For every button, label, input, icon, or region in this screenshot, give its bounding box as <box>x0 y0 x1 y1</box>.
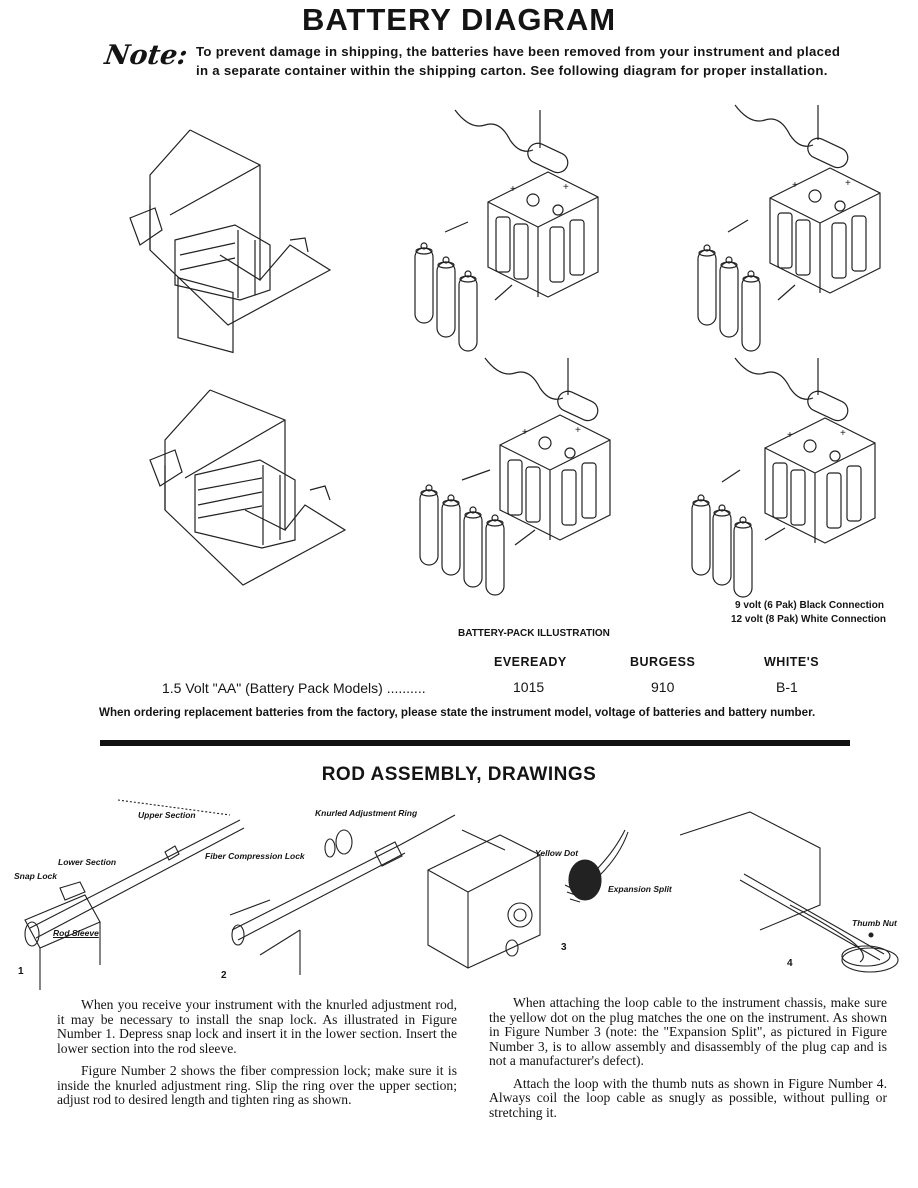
connection-9v: 9 volt (6 Pak) Black Connection <box>735 600 884 611</box>
label-snap-lock: Snap Lock <box>14 871 57 881</box>
header-whites: WHITE'S <box>764 655 820 669</box>
label-fiber-lock: Fiber Compression Lock <box>205 851 305 861</box>
label-yellow-dot: Yellow Dot <box>535 848 579 858</box>
figure-1-illustration <box>24 799 245 990</box>
header-burgess: BURGESS <box>630 655 696 669</box>
figure-4-illustration <box>679 811 899 973</box>
page-title: BATTERY DIAGRAM <box>301 2 617 37</box>
label-knurled-ring: Knurled Adjustment Ring <box>315 808 418 818</box>
paragraph-2: Figure Number 2 shows the fiber compress… <box>57 1063 457 1107</box>
battery-pack-caption: BATTERY-PACK ILLUSTRATION <box>458 628 610 639</box>
battery-pack-b <box>697 104 881 352</box>
value-burgess: 910 <box>651 679 675 695</box>
header-eveready: EVEREADY <box>494 655 567 669</box>
rod-assembly-heading: ROD ASSEMBLY, DRAWINGS <box>321 764 597 785</box>
figure-number-3: 3 <box>561 942 567 953</box>
label-thumb-nut: Thumb Nut <box>852 918 897 928</box>
value-whites: B-1 <box>776 679 798 695</box>
battery-pack-a <box>414 109 599 352</box>
section-divider <box>100 740 850 746</box>
left-column: When you receive your instrument with th… <box>57 997 457 1108</box>
note-text: To prevent damage in shipping, the batte… <box>196 44 841 78</box>
figure-number-4: 4 <box>787 958 793 969</box>
label-rod-sleeve: Rod Sleeve <box>53 928 99 938</box>
order-note: When ordering replacement batteries from… <box>99 706 816 719</box>
label-lower-section: Lower Section <box>58 857 117 867</box>
paragraph-1: When you receive your instrument with th… <box>57 997 457 1056</box>
paragraph-4: Attach the loop with the thumb nuts as s… <box>489 1075 887 1120</box>
battery-pack-c <box>419 357 611 596</box>
instrument-housing-top-illustration <box>129 129 332 354</box>
battery-row-label: 1.5 Volt "AA" (Battery Pack Models) ....… <box>162 680 426 696</box>
label-upper-section: Upper Section <box>138 810 196 820</box>
instrument-housing-bottom-illustration <box>149 389 347 586</box>
figure-2-illustration <box>229 814 456 975</box>
connection-12v: 12 volt (8 Pak) White Connection <box>731 614 887 625</box>
paragraph-3: When attaching the loop cable to the ins… <box>489 995 887 1068</box>
figure-number-1: 1 <box>18 966 24 977</box>
battery-pack-d <box>691 357 876 598</box>
right-column: When attaching the loop cable to the ins… <box>489 995 887 1120</box>
figure-number-2: 2 <box>221 970 227 981</box>
label-expansion-split: Expansion Split <box>608 884 672 894</box>
value-eveready: 1015 <box>513 679 545 695</box>
figure-3-illustration <box>427 829 629 969</box>
